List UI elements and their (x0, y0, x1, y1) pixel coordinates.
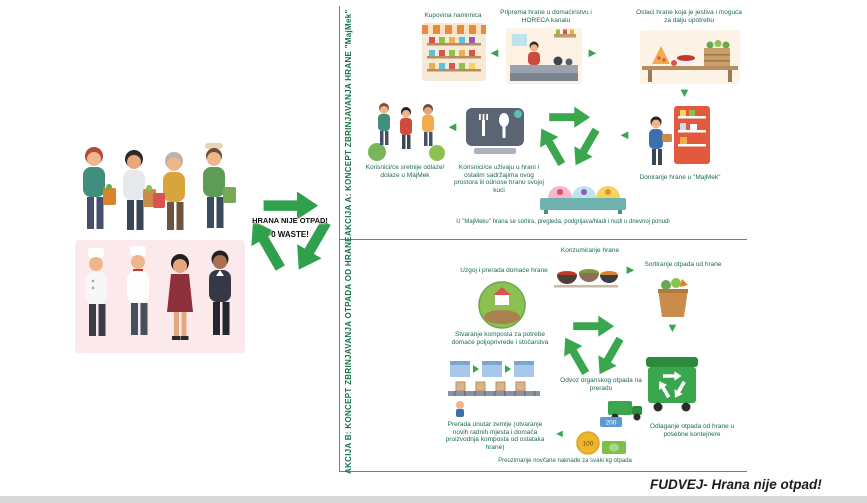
flow-arrow-down-icon: ▼ (678, 85, 691, 100)
label-priprema: Priprema hrane u domaćinstvu i HORECA ka… (500, 9, 592, 24)
flow-arrow-left-icon: ◄ (488, 45, 501, 60)
label-naknada: Preuzimanje novčane naknade za svaki kg … (498, 458, 632, 464)
flow-arrow-left-icon: ◄ (618, 127, 631, 142)
amount-200: 200 (606, 420, 617, 427)
section-b-title: AKCIJA B: KONCEPT ZBRINJAVANJA OTPADA OD… (344, 236, 353, 474)
label-korisnici-uzivaju: Korisnici/ce uživaju u hrani i ostalim s… (454, 164, 544, 194)
meals-illustration (552, 257, 620, 297)
flow-arrow-right-icon: ► (586, 45, 599, 60)
flow-arrow-left-icon: ◄ (554, 428, 565, 440)
label-doniranje: Doniranje hrane u "MajMek" (639, 174, 721, 181)
label-kompost: Stvaranje komposta za potrebe domaće pol… (451, 331, 549, 346)
section-akcija-a: AKCIJA A: KONCEPT ZBRINJAVANJA HRANE "Ma… (339, 6, 747, 240)
section-a-title: AKCIJA A: KONCEPT ZBRINJAVANJA HRANE "Ma… (344, 9, 353, 236)
food-processing-illustration (460, 104, 530, 160)
section-akcija-b: AKCIJA B: KONCEPT ZBRINJAVANJA OTPADA OD… (339, 236, 747, 474)
food-preparation-illustration (506, 28, 582, 84)
label-odlaganje: Odlaganje otpada od hrane u posebne kont… (649, 423, 735, 438)
bottom-divider (0, 496, 867, 503)
label-odvoz: Odvoz organskog otpada na preradu (560, 377, 642, 392)
label-sortiranje: Sortiranje otpada od hrane (644, 261, 722, 268)
leftover-food-illustration (640, 30, 740, 84)
waste-container-illustration (640, 349, 704, 415)
waste-bag-illustration (650, 275, 696, 319)
label-uzgoj: Uzgoj i prerada domaće hrane (460, 267, 548, 274)
users-arriving-illustration (368, 94, 446, 162)
flow-arrow-left-icon: ◄ (446, 119, 459, 134)
compost-plant-illustration (446, 357, 542, 417)
label-majmek-sortira: U "MajMeku" hrana se sortira, pregleda, … (456, 219, 670, 225)
grocery-store-illustration (422, 23, 486, 81)
label-prerada: Prerada unutar zemlje (otvaranje novih r… (445, 421, 545, 451)
recycle-icon (536, 104, 602, 170)
label-kupovina: Kupovina namirnica (424, 12, 482, 19)
label-konzumiranje: Konzumiranje hrane (560, 247, 620, 254)
flow-arrow-right-icon: ► (624, 262, 637, 277)
farm-illustration (478, 281, 526, 329)
amount-100: 100 (583, 441, 594, 448)
center-zero-waste: 0 WASTE! (271, 230, 309, 239)
recycle-icon (560, 313, 626, 379)
label-ostaci: Ostaci hrane koja je jestiva i moguća za… (636, 9, 742, 24)
workers-illustration (75, 240, 245, 353)
figure-caption: FUDVEJ- Hrana nije otpad! (650, 477, 822, 492)
citizens-illustration (75, 136, 240, 238)
food-donation-illustration (640, 104, 718, 170)
center-slogan: HRANA NIJE OTPAD! (252, 216, 328, 225)
flow-arrow-down-icon: ▼ (666, 320, 679, 335)
money-illustration: 200 100 (572, 415, 628, 459)
zero-waste-badge: HRANA NIJE OTPAD! 0 WASTE! (246, 188, 334, 276)
buffet-display-illustration (538, 170, 628, 214)
label-korisnici-dolaze: Korisnici/ce sretnije odlaze/ dolaze u M… (365, 164, 445, 179)
